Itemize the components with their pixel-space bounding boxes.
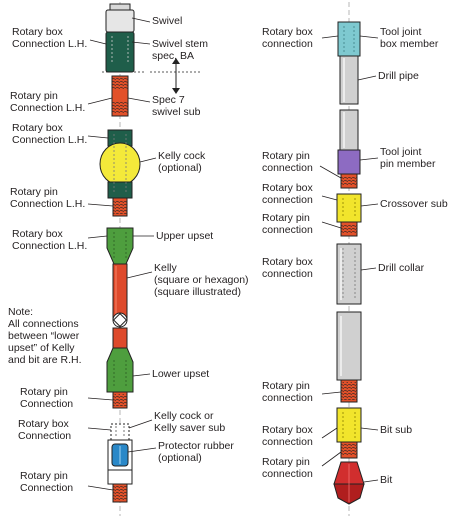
label-rotary-box-conn-r3: Rotary box connection xyxy=(262,256,313,280)
tool-joint-box-body xyxy=(337,21,361,57)
leader-lines xyxy=(87,17,379,491)
label-tool-joint-box: Tool joint box member xyxy=(380,26,439,50)
label-swivel: Swivel xyxy=(152,15,183,27)
label-rotary-pin-conn-2: Rotary pin Connection xyxy=(20,470,74,494)
spec7-swivel-sub-body xyxy=(111,75,129,117)
label-rotary-pin-conn-r3: Rotary pin connection xyxy=(262,380,313,404)
label-rotary-box-conn-lh-2: Rotary box Connection L.H. xyxy=(12,122,88,146)
label-drill-collar: Drill collar xyxy=(378,262,425,274)
label-rotary-pin-conn-1: Rotary pin Connection xyxy=(20,386,74,410)
bit-body xyxy=(333,461,365,505)
swivel-assembly xyxy=(102,3,200,94)
label-rotary-box-conn-1: Rotary box Connection xyxy=(18,418,72,442)
label-rotary-box-conn-r4: Rotary box connection xyxy=(262,424,313,448)
label-bit-sub: Bit sub xyxy=(380,424,413,436)
label-rotary-pin-conn-r4: Rotary pin connection xyxy=(262,456,313,480)
label-rotary-box-conn-lh-3: Rotary box Connection L.H. xyxy=(12,228,88,252)
label-rotary-pin-conn-r1: Rotary pin connection xyxy=(262,150,313,174)
tool-joint-pin-body xyxy=(337,149,361,175)
label-kelly-cock: Kelly cock (optional) xyxy=(158,150,206,174)
label-rotary-box-conn-lh-1: Rotary box Connection L.H. xyxy=(12,26,88,50)
label-bit: Bit xyxy=(380,474,393,486)
drill-pipe-assembly xyxy=(337,21,361,189)
bit-sub-body xyxy=(336,407,362,459)
label-rotary-pin-conn-r2: Rotary pin connection xyxy=(262,212,313,236)
label-crossover-sub: Crossover sub xyxy=(380,198,448,210)
note-text: Note: All connections between “lower ups… xyxy=(8,306,82,366)
label-rotary-pin-conn-lh-1: Rotary pin Connection L.H. xyxy=(10,90,86,114)
swivel-stem-body xyxy=(105,31,135,73)
label-drill-pipe: Drill pipe xyxy=(378,70,419,82)
saver-sub-body xyxy=(107,423,133,503)
label-kelly: Kelly (square or hexagon) (square illust… xyxy=(154,262,249,298)
label-kelly-cock-saver-sub: Kelly cock or Kelly saver sub xyxy=(154,410,226,434)
label-rotary-box-conn-r2: Rotary box connection xyxy=(262,182,313,206)
kelly-cock-body xyxy=(99,129,141,217)
label-protector-rubber: Protector rubber (optional) xyxy=(158,440,234,464)
label-spec7-swivel-sub: Spec 7 swivel sub xyxy=(152,94,201,118)
label-rotary-box-conn-r1: Rotary box connection xyxy=(262,26,313,50)
label-lower-upset: Lower upset xyxy=(152,368,210,380)
label-rotary-pin-conn-lh-2: Rotary pin Connection L.H. xyxy=(10,186,86,210)
label-swivel-stem: Swivel stem spec. BA xyxy=(152,38,209,62)
kelly-body xyxy=(106,227,134,409)
square-section-icon xyxy=(112,312,128,328)
crossover-sub-body xyxy=(336,193,362,237)
lower-upset-body xyxy=(106,347,134,393)
label-upper-upset: Upper upset xyxy=(156,230,214,242)
drill-collar-body xyxy=(336,243,362,403)
label-tool-joint-pin: Tool joint pin member xyxy=(380,146,436,170)
